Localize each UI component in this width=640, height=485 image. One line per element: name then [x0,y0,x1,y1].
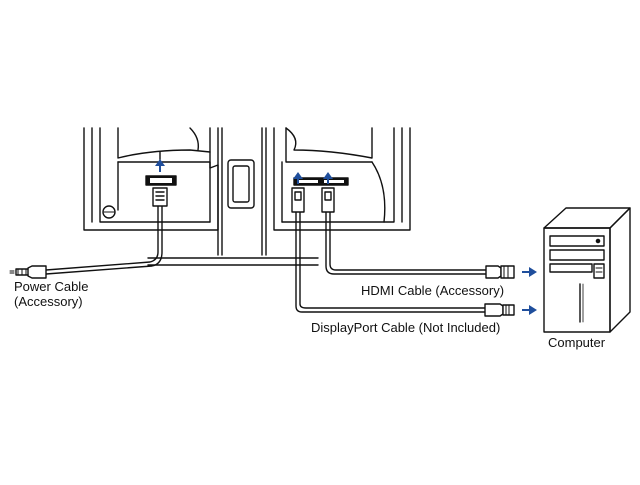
power-cable [45,204,163,275]
displayport-plug-icon [291,187,515,317]
displayport-cable-label: DisplayPort Cable (Not Included) [311,320,501,335]
arrow-icon [155,159,537,315]
power-cable-label-line2: (Accessory) [14,294,83,309]
hdmi-cable-label: HDMI Cable (Accessory) [361,283,505,298]
displayport-cable [295,211,486,313]
power-cable-label-line1: Power Cable [14,279,89,294]
power-cable-label: Power Cable (Accessory) [14,279,88,309]
hdmi-cable [325,211,487,275]
power-plug-icon [9,187,168,279]
computer-label: Computer [548,335,606,350]
computer-tower-icon [543,207,631,333]
hdmi-plug-icon [321,187,515,279]
monitor-back [83,127,411,266]
